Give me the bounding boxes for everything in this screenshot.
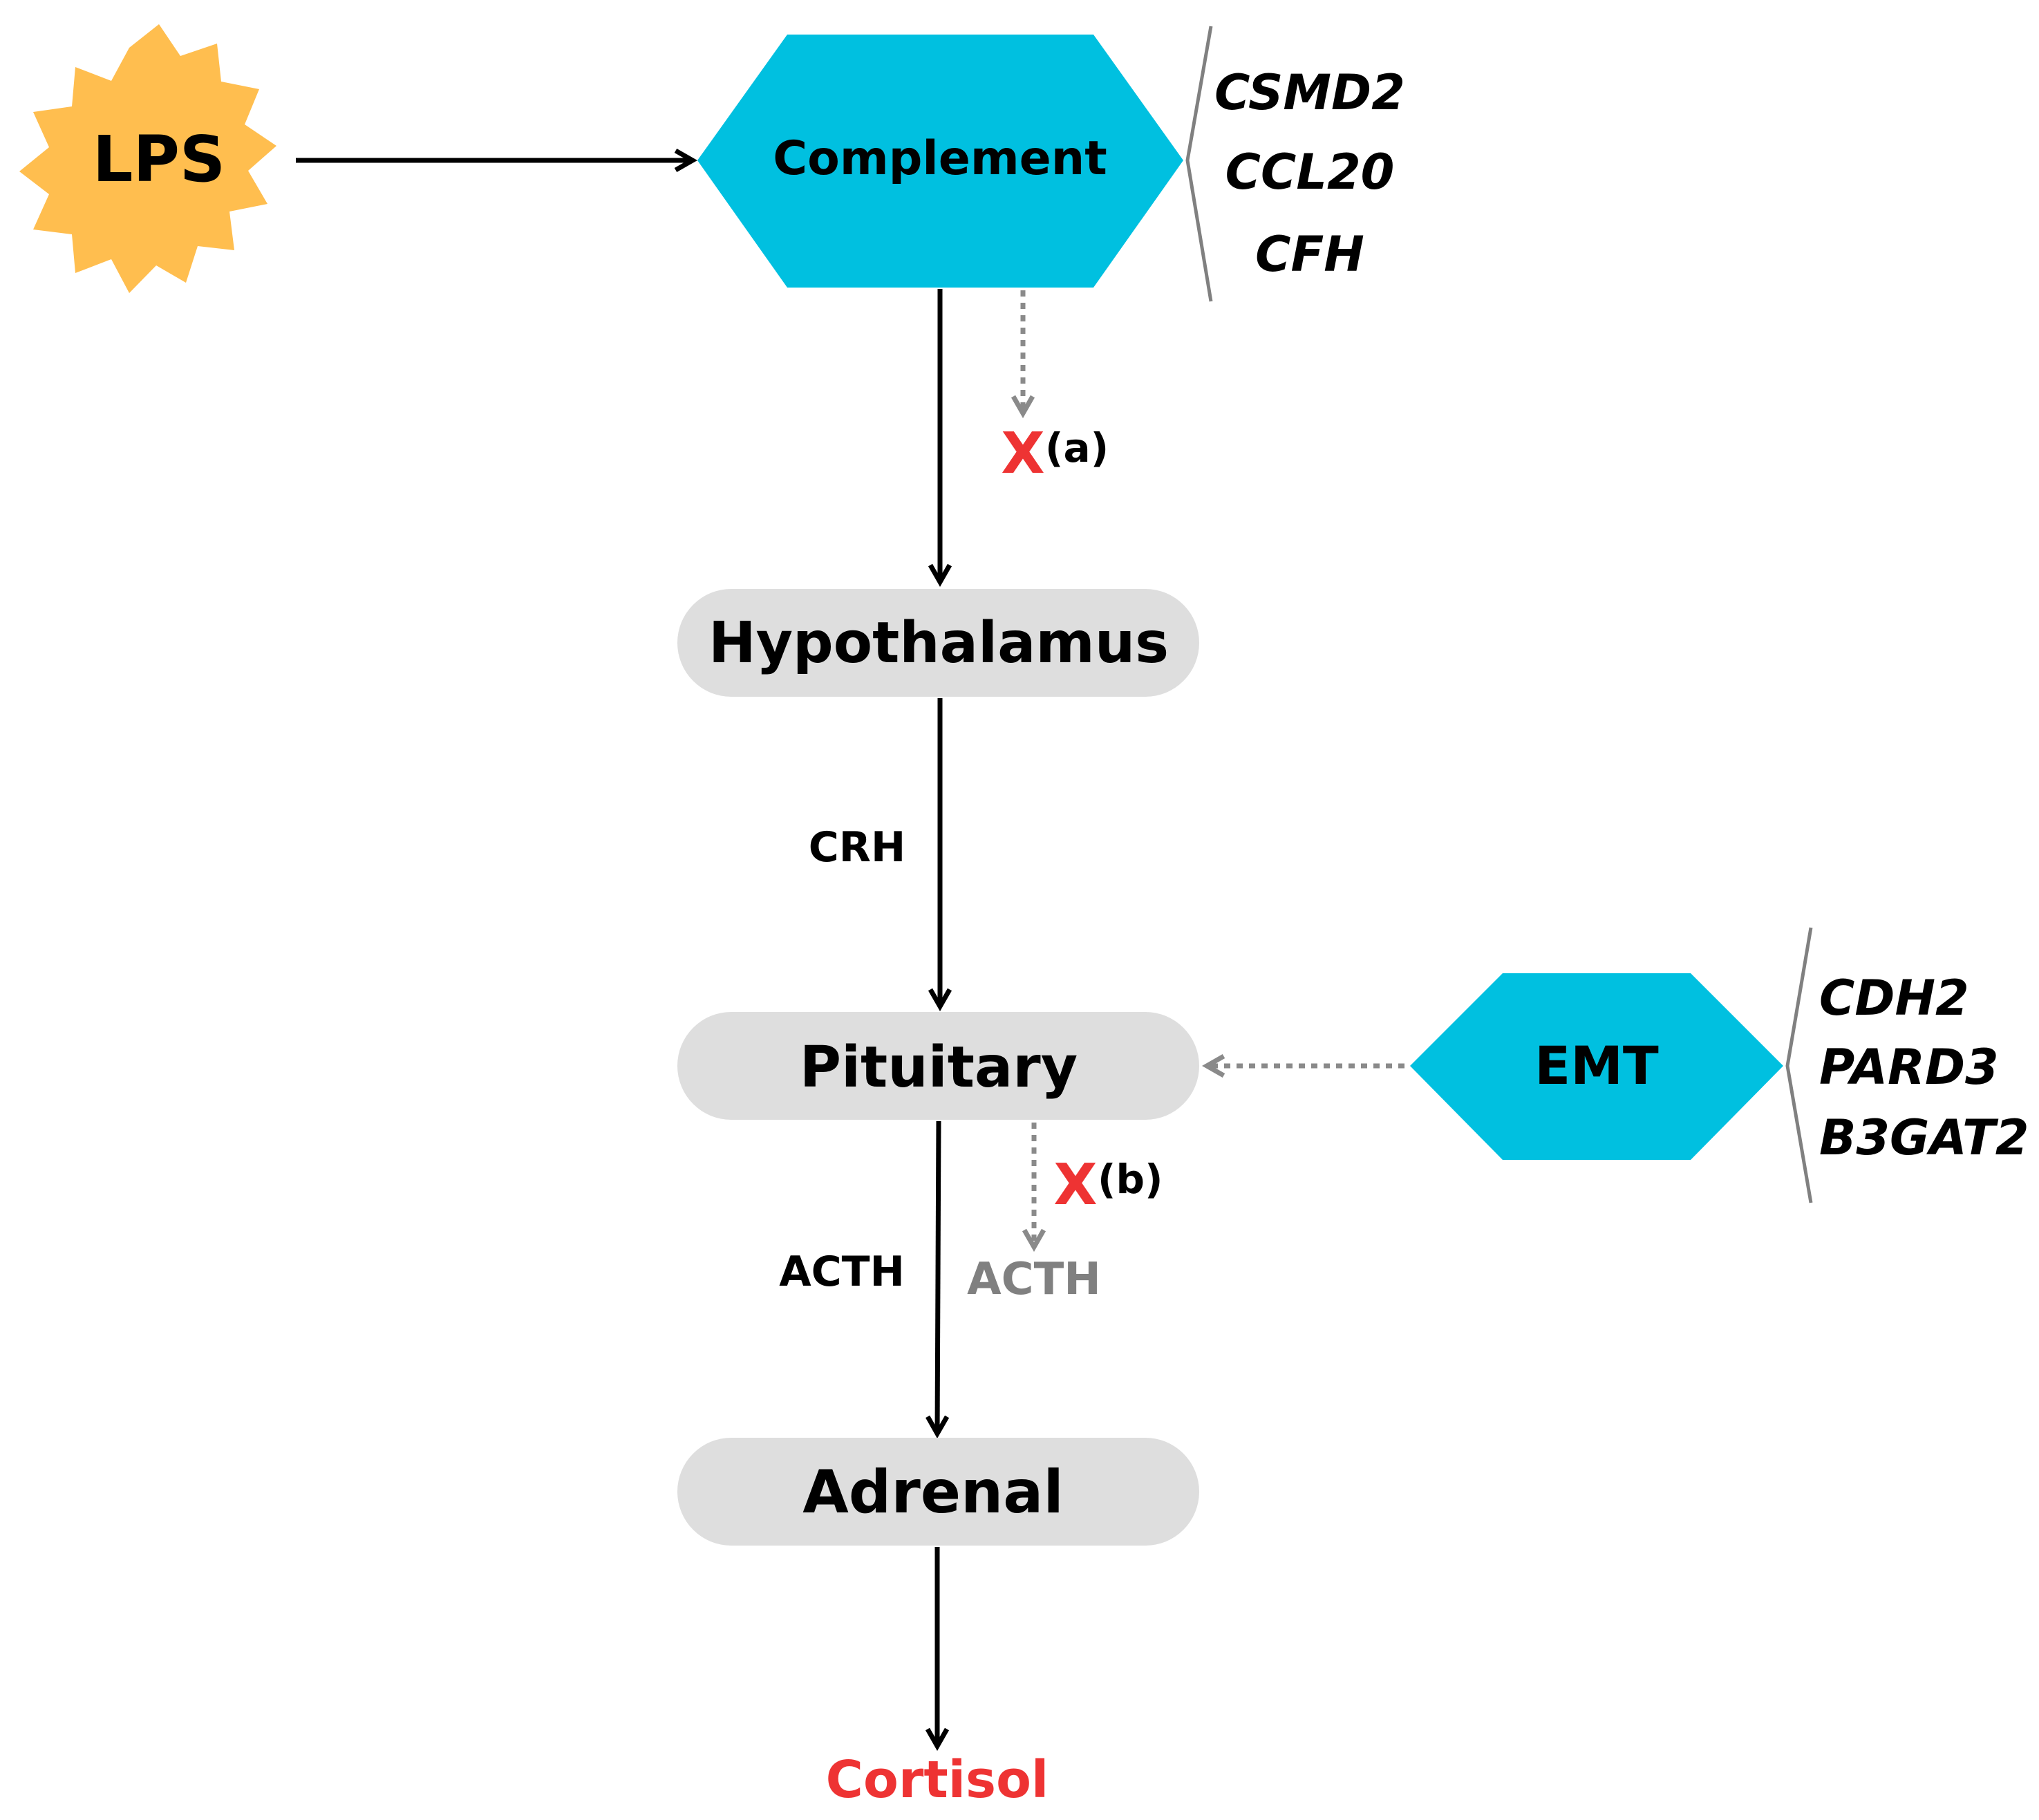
emt-gene-list: CDH2 PARD3 B3GAT2 [1819,970,2029,1166]
gene-label: CSMD2 [1214,64,1405,121]
pituitary-node: Pituitary [677,1012,1199,1120]
complement-gene-list: CSMD2 CCL20 CFH [1214,64,1405,283]
block-b-label: (b) [1098,1156,1163,1203]
hypothalamus-label: Hypothalamus [708,610,1169,676]
gene-label: CDH2 [1819,970,1969,1026]
adrenal-label: Adrenal [802,1458,1064,1527]
emt-label: EMT [1534,1035,1659,1096]
complement-hexagon [697,35,1183,288]
lps-starburst-icon [19,24,276,293]
pituitary-to-adrenal-arrow [925,1120,950,1439]
emt-hexagon [1410,973,1783,1160]
gene-label: CCL20 [1225,144,1395,200]
block-a: X (a) [1001,421,1109,487]
emt-node: EMT [1410,973,1783,1160]
gene-label: PARD3 [1819,1039,1999,1096]
lps-label: LPS [93,122,225,196]
acth-reduced-label: ACTH [967,1254,1101,1305]
acth-label: ACTH [779,1248,905,1296]
complement-node: Complement [697,35,1183,288]
emt-genes-bracket [1785,927,1813,1203]
block-a-x-mark: X [1001,421,1044,487]
pituitary-pill [677,1012,1199,1120]
complement-genes-bracket [1185,26,1213,302]
crh-label: CRH [809,823,905,872]
adrenal-pill [677,1438,1199,1546]
block-b-x-mark: X [1053,1152,1097,1218]
hypothalamus-pill [677,589,1199,697]
gene-label: CFH [1255,226,1364,283]
pituitary-label: Pituitary [800,1035,1078,1100]
lps-node: LPS [19,24,276,293]
cortisol-label: Cortisol [826,1750,1049,1810]
gene-label: B3GAT2 [1819,1109,2029,1166]
adrenal-node: Adrenal [677,1438,1199,1546]
block-a-label: (a) [1045,424,1109,471]
hypothalamus-node: Hypothalamus [677,589,1199,697]
complement-label: Complement [773,131,1107,186]
block-b: X (b) [1053,1152,1163,1218]
